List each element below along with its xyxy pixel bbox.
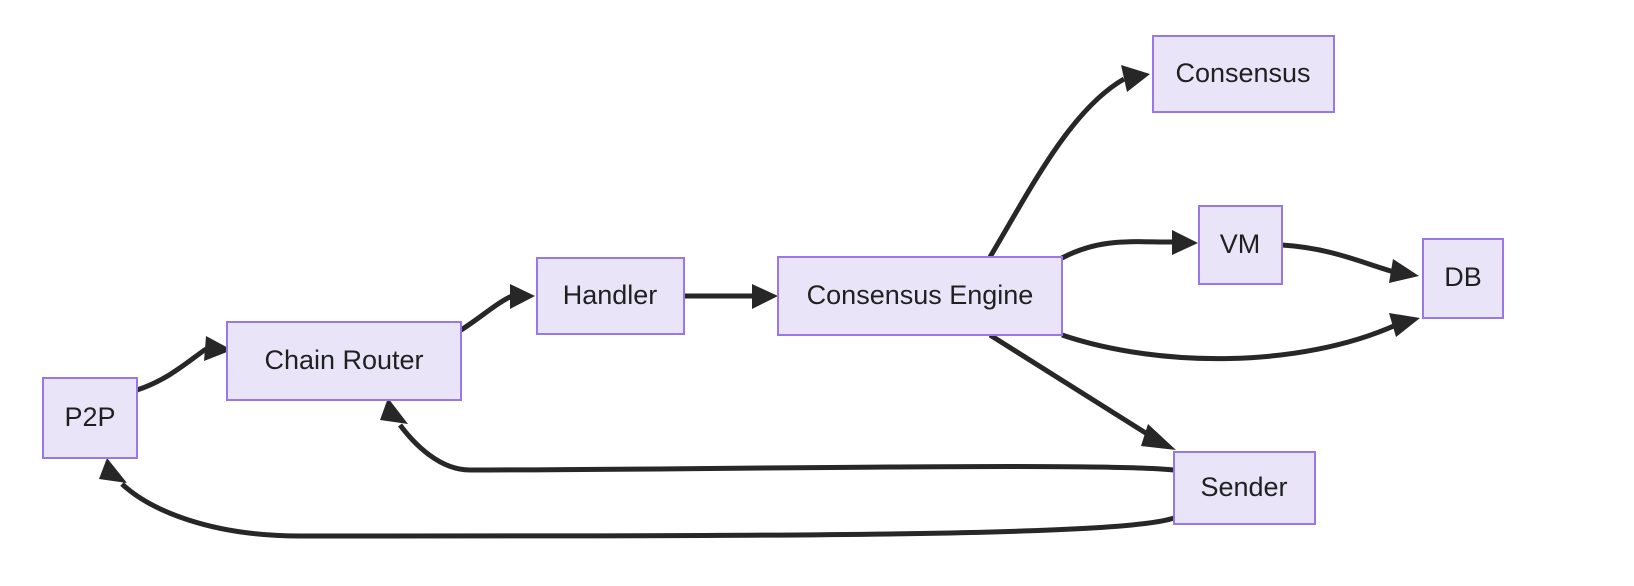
edge-line <box>1281 242 1395 275</box>
edge-chain-router-to-handler <box>459 284 535 333</box>
node-shape <box>1198 205 1283 285</box>
arrowhead-icon <box>1389 313 1420 337</box>
node-db[interactable]: DB <box>1422 238 1504 319</box>
edge-handler-to-consensus-engine <box>684 284 778 309</box>
arrowhead-icon <box>1121 65 1150 92</box>
edge-sender-to-chain-router <box>380 398 1175 473</box>
node-label: Consensus <box>1175 58 1310 88</box>
edge-line <box>398 423 1175 473</box>
edge-sender-to-p2p <box>99 458 1175 539</box>
node-label: Consensus Engine <box>807 280 1034 310</box>
arrowhead-icon <box>752 284 778 309</box>
node-shape <box>42 377 138 459</box>
edge-line <box>459 293 514 333</box>
arrowhead-icon <box>380 398 408 424</box>
edge-line <box>136 346 208 393</box>
arrowhead-icon <box>1172 230 1198 255</box>
node-shape <box>1422 238 1504 319</box>
node-label: P2P <box>64 402 115 432</box>
edge-p2p-to-chain-router <box>136 336 232 393</box>
node-shape <box>536 257 685 335</box>
node-vm[interactable]: VM <box>1198 205 1283 285</box>
edge-line <box>1061 322 1398 362</box>
edge-consensus-engine-to-consensus <box>987 65 1150 259</box>
edge-vm-to-db <box>1281 242 1419 283</box>
node-shape <box>777 256 1063 336</box>
node-consensus-engine[interactable]: Consensus Engine <box>777 256 1063 336</box>
arrowhead-icon <box>1141 424 1176 450</box>
nodes-layer: P2P Chain Router Handler Consensus Engin… <box>42 35 1504 525</box>
node-shape <box>226 321 462 401</box>
edges-layer <box>99 65 1420 539</box>
node-label: Chain Router <box>264 345 423 375</box>
node-label: Sender <box>1200 472 1287 502</box>
node-shape <box>1152 35 1335 113</box>
node-shape <box>1173 451 1316 525</box>
edge-line <box>1060 239 1173 261</box>
edge-line <box>988 332 1154 440</box>
arrowhead-icon <box>510 284 535 309</box>
edge-line <box>987 76 1126 259</box>
edge-line <box>120 482 1175 539</box>
node-label: DB <box>1444 262 1482 292</box>
edge-consensus-engine-to-sender <box>988 332 1176 450</box>
node-handler[interactable]: Handler <box>536 257 685 335</box>
edge-consensus-engine-to-vm <box>1060 230 1198 261</box>
arrowhead-icon <box>1389 259 1419 283</box>
node-label: Handler <box>563 280 658 310</box>
node-sender[interactable]: Sender <box>1173 451 1316 525</box>
node-label: VM <box>1220 229 1261 259</box>
node-p2p[interactable]: P2P <box>42 377 138 459</box>
arrowhead-icon <box>204 336 232 361</box>
node-consensus[interactable]: Consensus <box>1152 35 1335 113</box>
arrowhead-icon <box>99 458 127 483</box>
edge-consensus-engine-to-db <box>1061 313 1420 362</box>
node-chain-router[interactable]: Chain Router <box>226 321 462 401</box>
